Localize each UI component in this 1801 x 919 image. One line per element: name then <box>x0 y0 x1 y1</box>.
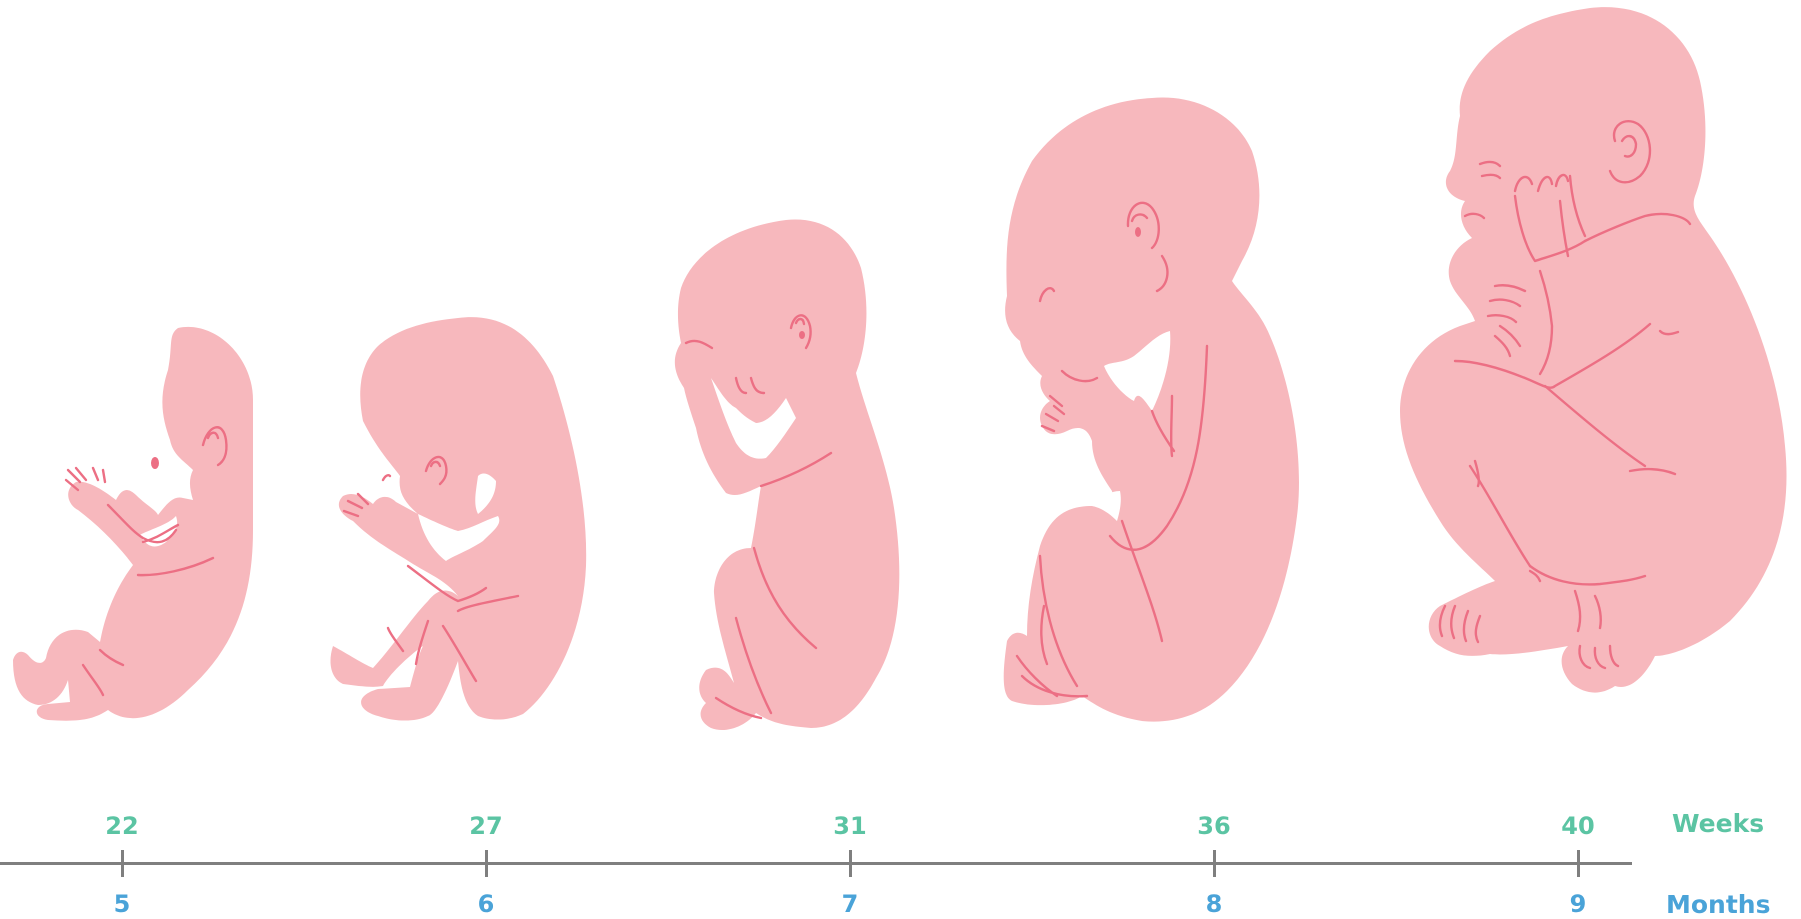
weeks-axis-label: Weeks <box>1672 809 1764 838</box>
month-label: 6 <box>446 890 526 918</box>
week-label: 31 <box>810 812 890 840</box>
timeline-axis <box>0 862 1632 865</box>
fetus-illustration-27-weeks <box>318 316 588 736</box>
month-label: 9 <box>1538 890 1618 918</box>
months-axis-label: Months <box>1666 890 1770 919</box>
fetus-illustration-40-weeks <box>1400 6 1800 766</box>
month-label: 5 <box>82 890 162 918</box>
axis-tick-22-weeks <box>121 850 124 877</box>
fetus-illustration-36-weeks <box>1002 96 1312 736</box>
fetus-illustration-22-weeks <box>8 320 268 740</box>
week-label: 22 <box>82 812 162 840</box>
axis-tick-27-weeks <box>485 850 488 877</box>
week-label: 36 <box>1174 812 1254 840</box>
axis-tick-40-weeks <box>1577 850 1580 877</box>
month-label: 7 <box>810 890 890 918</box>
week-label: 27 <box>446 812 526 840</box>
axis-tick-31-weeks <box>849 850 852 877</box>
axis-tick-36-weeks <box>1213 850 1216 877</box>
fetus-illustration-31-weeks <box>676 218 906 758</box>
month-label: 8 <box>1174 890 1254 918</box>
week-label: 40 <box>1538 812 1618 840</box>
